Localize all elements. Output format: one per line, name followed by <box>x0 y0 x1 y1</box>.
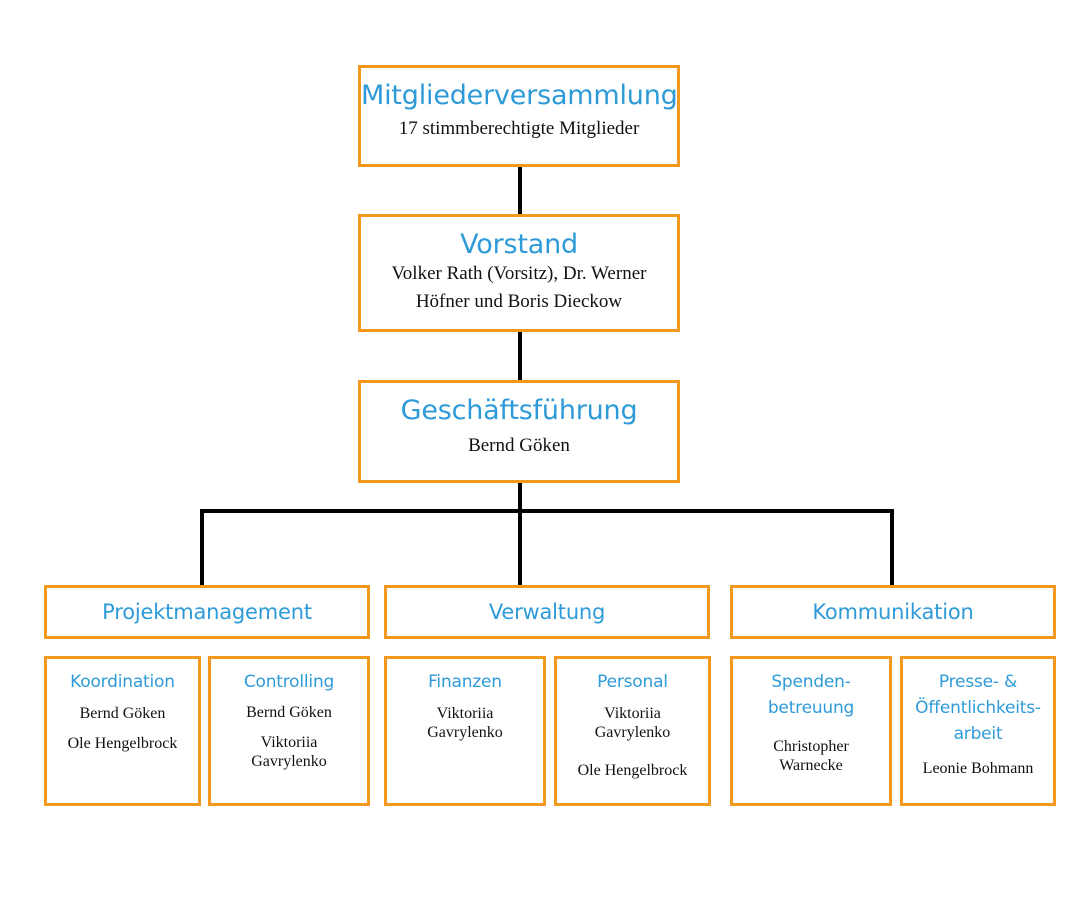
personal-title: Personal <box>597 672 668 692</box>
koordination-box: Koordination Bernd Göken Ole Hengelbrock <box>44 656 201 806</box>
finanzen-box: Finanzen Viktoriia Gavrylenko <box>384 656 546 806</box>
connector-to-kommunikation <box>890 509 894 587</box>
spendenbetreuung-title-line1: Spenden- <box>771 672 851 692</box>
controlling-person-1: Bernd Göken <box>246 704 332 721</box>
mitgliederversammlung-title: Mitgliederversammlung <box>361 80 678 111</box>
presse-title-line1: Presse- & <box>938 672 1018 692</box>
personal-person-1-line2: Gavrylenko <box>594 724 671 741</box>
connector-gf-bus <box>518 482 522 512</box>
finanzen-person-1-line1: Viktoriia <box>436 705 494 722</box>
kommunikation-title: Kommunikation <box>812 600 974 624</box>
geschaeftsfuehrung-box: Geschäftsführung Bernd Göken <box>358 380 680 483</box>
geschaeftsfuehrung-text: Bernd Göken <box>468 435 570 456</box>
personal-box: Personal Viktoriia Gavrylenko Ole Hengel… <box>554 656 711 806</box>
presse-person-1: Leonie Bohmann <box>922 760 1034 777</box>
spendenbetreuung-title-line2: betreuung <box>767 698 855 718</box>
projektmanagement-box: Projektmanagement <box>44 585 370 639</box>
connector-to-projektmanagement <box>200 509 204 587</box>
vorstand-box: Vorstand Volker Rath (Vorsitz), Dr. Wern… <box>358 214 680 332</box>
personal-person-2: Ole Hengelbrock <box>577 762 688 779</box>
personal-person-1-line1: Viktoriia <box>604 705 661 722</box>
vorstand-title: Vorstand <box>460 229 578 260</box>
kommunikation-box: Kommunikation <box>730 585 1056 639</box>
spendenbetreuung-person-1-line1: Christopher <box>773 738 849 755</box>
mitgliederversammlung-box: Mitgliederversammlung 17 stimmberechtigt… <box>358 65 680 167</box>
koordination-person-1: Bernd Göken <box>79 705 166 722</box>
presse-title-line2: Öffentlichkeits- <box>915 698 1041 718</box>
projektmanagement-title: Projektmanagement <box>102 600 312 624</box>
spendenbetreuung-box: Spenden- betreuung Christopher Warnecke <box>730 656 892 806</box>
connector-mv-vorstand <box>518 166 522 216</box>
koordination-title: Koordination <box>70 672 175 692</box>
geschaeftsfuehrung-title: Geschäftsführung <box>400 395 638 426</box>
controlling-person-2-line1: Viktoriia <box>260 734 318 751</box>
finanzen-person-1-line2: Gavrylenko <box>427 724 503 741</box>
connector-horizontal-bus <box>200 509 894 513</box>
controlling-title: Controlling <box>243 672 335 692</box>
koordination-person-2: Ole Hengelbrock <box>67 735 178 752</box>
spendenbetreuung-person-1-line2: Warnecke <box>779 757 843 774</box>
verwaltung-box: Verwaltung <box>384 585 710 639</box>
verwaltung-title: Verwaltung <box>488 600 606 624</box>
mitgliederversammlung-text: 17 stimmberechtigte Mitglieder <box>398 118 640 139</box>
controlling-person-2-line2: Gavrylenko <box>251 753 327 770</box>
presse-oeffentlichkeitsarbeit-box: Presse- & Öffentlichkeits- arbeit Leonie… <box>900 656 1056 806</box>
vorstand-members-line2: Höfner und Boris Dieckow <box>415 291 623 312</box>
connector-to-verwaltung <box>518 509 522 587</box>
vorstand-members-line1: Volker Rath (Vorsitz), Dr. Werner <box>391 263 647 284</box>
connector-vorstand-gf <box>518 331 522 382</box>
controlling-box: Controlling Bernd Göken Viktoriia Gavryl… <box>208 656 370 806</box>
presse-title-line3: arbeit <box>953 724 1003 744</box>
finanzen-title: Finanzen <box>428 672 502 692</box>
